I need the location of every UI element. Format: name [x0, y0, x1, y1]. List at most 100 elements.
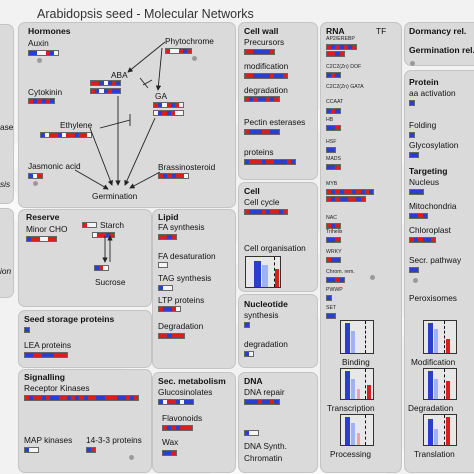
expression-cell	[343, 45, 348, 49]
node-dot	[413, 278, 418, 283]
expression-cell	[335, 258, 340, 262]
expression-cell	[418, 190, 423, 194]
expression-cell	[109, 233, 114, 237]
expression-cell	[162, 111, 167, 115]
lipid-degradation-label: Degradation	[158, 321, 204, 331]
lea-proteins-label: LEA proteins	[24, 340, 72, 350]
expression-cell	[111, 89, 117, 93]
pectin-esterases-label: Pectin esterases	[244, 117, 306, 127]
expression-cell	[253, 400, 258, 404]
cell-wall-modification-expression-strip	[244, 73, 288, 79]
expression-cell	[37, 99, 42, 103]
lea-proteins-expression-strip	[24, 352, 68, 358]
expression-cell	[170, 49, 175, 53]
expression-cell	[410, 238, 415, 242]
expression-cell	[253, 431, 258, 435]
expression-cell	[92, 396, 97, 400]
expression-cell	[426, 238, 431, 242]
expression-cell	[360, 197, 365, 201]
expression-cell	[91, 223, 96, 227]
expression-cell	[249, 431, 254, 435]
expression-cell	[175, 334, 180, 338]
expression-cell	[347, 197, 353, 201]
expression-cell	[339, 52, 344, 56]
expression-cell	[274, 210, 279, 214]
expression-cell	[29, 353, 34, 357]
tf-pwwp-expression-strip	[326, 295, 333, 301]
expression-cell	[188, 400, 193, 404]
minor-cho-expression-strip	[26, 236, 58, 242]
expression-cell	[414, 238, 419, 242]
expression-cell	[253, 160, 258, 164]
dormancy-header: Dormancy rel.	[409, 26, 467, 36]
expression-cell	[184, 400, 189, 404]
tf-chrom-expression-strip	[326, 277, 345, 283]
expression-cell	[179, 426, 184, 430]
expression-cell	[104, 396, 109, 400]
expression-cell	[163, 235, 168, 239]
expression-cell	[245, 431, 250, 435]
expression-cell	[410, 268, 415, 272]
auxin-label: Auxin	[28, 38, 49, 48]
expression-cell	[278, 210, 283, 214]
tag-synthesis-expression-strip	[158, 285, 173, 291]
phytochrome-label: Phytochrome	[165, 36, 214, 46]
expression-cell	[331, 238, 336, 242]
aa-activation-expression-strip	[409, 100, 416, 106]
expression-cell	[79, 396, 84, 400]
expression-cell	[249, 210, 254, 214]
expression-cell	[103, 81, 108, 85]
expression-cell	[37, 396, 42, 400]
germination-label: Germination	[92, 191, 138, 201]
expression-cell	[167, 174, 172, 178]
nucleotide-synthesis-expression-strip	[244, 322, 251, 328]
expression-cell	[274, 400, 279, 404]
expression-cell	[61, 133, 67, 137]
expression-cell	[159, 400, 164, 404]
tf-nac-expression-strip	[326, 223, 341, 229]
14-3-3-proteins-expression-strip	[86, 447, 97, 453]
sec-metabolism-header: Sec. metabolism	[158, 376, 226, 386]
expression-cell	[96, 396, 101, 400]
expression-cell	[270, 400, 275, 404]
processing-label: Processing	[330, 449, 372, 459]
dormancy-panel	[404, 22, 474, 66]
expression-cell	[331, 73, 336, 77]
tf-family-label: SET	[326, 305, 337, 311]
expression-cell	[33, 99, 38, 103]
expression-cell	[99, 266, 104, 270]
rna-header: RNA	[326, 26, 345, 36]
expression-cell	[265, 97, 271, 101]
expression-cell	[291, 160, 296, 164]
expression-cell	[414, 268, 419, 272]
map-kinases-label: MAP kinases	[24, 435, 73, 445]
expression-cell	[167, 286, 172, 290]
expression-cell	[245, 97, 250, 101]
aba-label: ABA	[111, 70, 128, 80]
expression-cell	[29, 396, 34, 400]
expression-cell	[331, 126, 336, 130]
sucrose-expression-strip	[94, 265, 109, 271]
ltp-proteins-label: LTP proteins	[158, 295, 205, 305]
left-edge-panel-top	[0, 24, 14, 204]
expression-cell	[171, 400, 176, 404]
expression-cell	[33, 174, 38, 178]
node-dot	[370, 275, 375, 280]
expression-cell	[327, 148, 332, 152]
expression-cell	[70, 133, 75, 137]
tf-ccaat-expression-strip	[326, 108, 341, 114]
expression-cell	[87, 133, 92, 137]
expression-cell	[274, 160, 279, 164]
expression-cell	[282, 74, 287, 78]
expression-cell	[360, 190, 365, 194]
expression-cell	[261, 97, 266, 101]
expression-cell	[37, 174, 42, 178]
expression-cell	[158, 111, 163, 115]
node-dot	[410, 61, 415, 66]
expression-cell	[257, 130, 262, 134]
expression-cell	[245, 50, 250, 54]
expression-cell	[103, 89, 108, 93]
cell-wall-header: Cell wall	[244, 26, 279, 36]
expression-cell	[327, 224, 332, 228]
